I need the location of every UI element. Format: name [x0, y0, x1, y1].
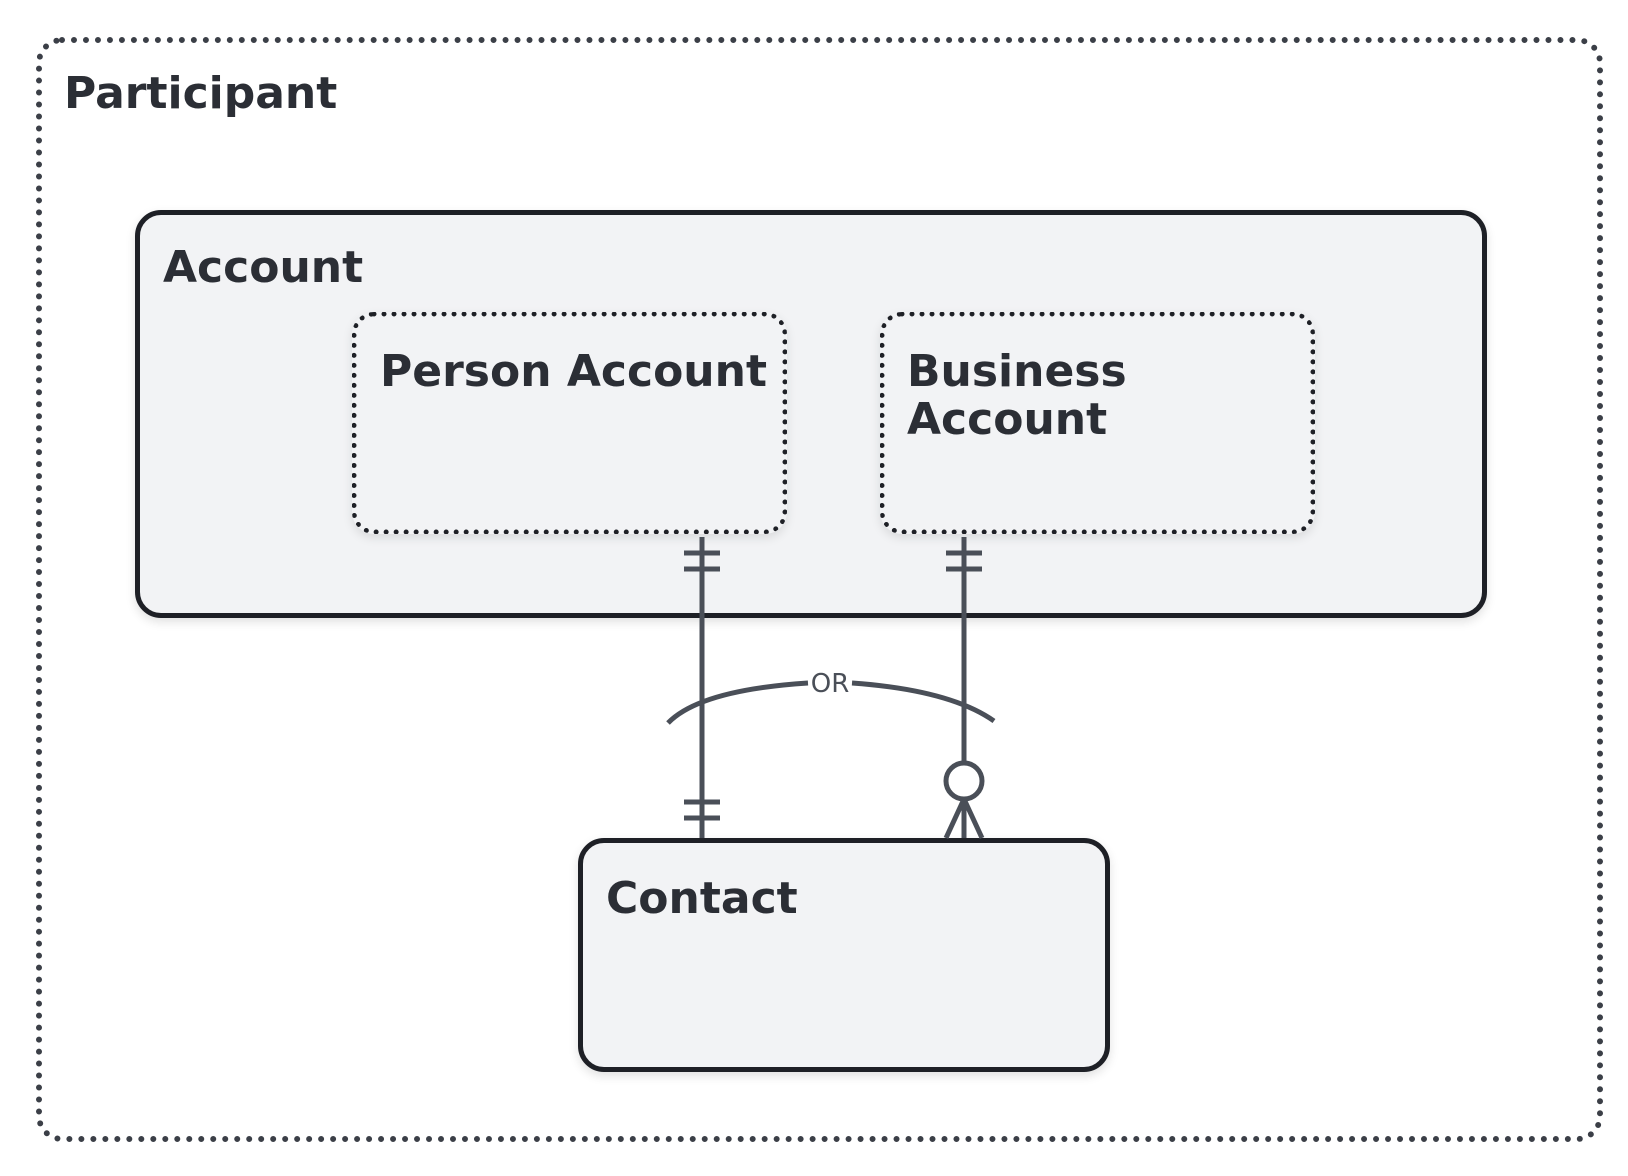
or-label: OR — [811, 669, 850, 699]
business-contact-relationship[interactable] — [943, 537, 985, 840]
person-contact-relationship[interactable] — [684, 537, 720, 838]
contact-label: Contact — [606, 873, 798, 924]
participant-label: Participant — [64, 68, 338, 119]
business-account-entity[interactable] — [880, 312, 1315, 534]
business-account-label: Business Account — [907, 346, 1127, 445]
person-account-label: Person Account — [380, 346, 767, 397]
or-arc: OR — [666, 669, 996, 725]
person-account-entity[interactable] — [352, 312, 787, 534]
contact-entity[interactable] — [578, 838, 1110, 1072]
account-label: Account — [163, 242, 364, 293]
